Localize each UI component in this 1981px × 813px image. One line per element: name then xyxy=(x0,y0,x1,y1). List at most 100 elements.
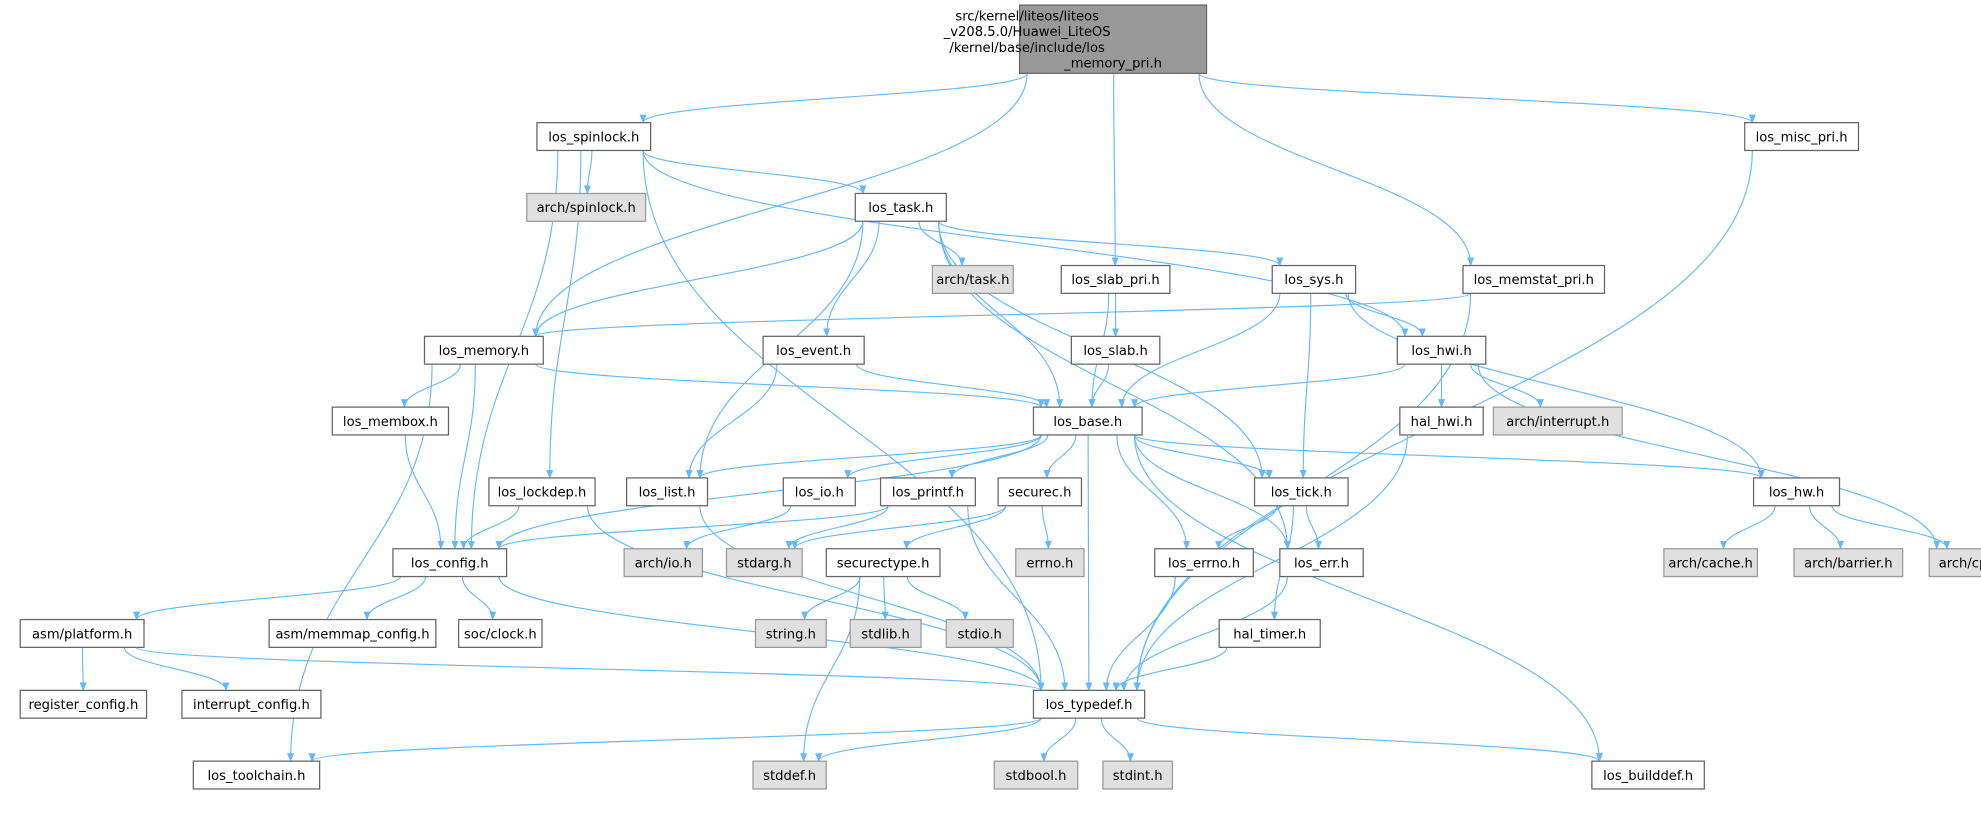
node-los-task[interactable]: los_task.h xyxy=(854,192,947,222)
node-box xyxy=(1928,548,1981,578)
node-los-io[interactable]: los_io.h xyxy=(782,477,856,507)
node-box xyxy=(19,618,145,648)
node-label: arch/cpu.h xyxy=(1939,556,1981,571)
node-label: arch/barrier.h xyxy=(1804,556,1892,571)
edge-los_task-to-arch_task xyxy=(918,221,966,267)
edge-root-to-los_slab_pri xyxy=(1111,73,1119,267)
node-los-sys[interactable]: los_sys.h xyxy=(1271,264,1357,294)
node-los-misc-pri[interactable]: los_misc_pri.h xyxy=(1744,122,1860,152)
node-los-memory[interactable]: los_memory.h xyxy=(423,335,544,365)
node-label: errno.h xyxy=(1026,556,1073,571)
node-asm-memmap[interactable]: asm/memmap_config.h xyxy=(268,618,437,648)
node-label: register_config.h xyxy=(28,698,138,713)
node-los-hwi[interactable]: los_hwi.h xyxy=(1396,335,1487,365)
edge-los_membox-to-los_config xyxy=(404,434,445,550)
node-los-typedef[interactable]: los_typedef.h xyxy=(1032,689,1146,719)
node-los-toolchain[interactable]: los_toolchain.h xyxy=(192,760,321,790)
node-stddef: stddef.h xyxy=(752,760,827,790)
edge-los_base-to-los_hw xyxy=(1133,434,1765,479)
node-interrupt-config[interactable]: interrupt_config.h xyxy=(181,689,322,719)
node-label: los_task.h xyxy=(868,201,933,216)
node-los-slab[interactable]: los_slab.h xyxy=(1070,335,1161,365)
edge-los_event-to-los_base xyxy=(856,363,1051,409)
node-label: los_toolchain.h xyxy=(208,769,306,784)
edge-los_lockdep-to-los_config xyxy=(460,505,520,550)
node-los-err[interactable]: los_err.h xyxy=(1279,548,1364,578)
edge-securec-to-errno xyxy=(1041,505,1052,550)
edge-los_tick-to-los_errno xyxy=(1215,505,1278,550)
edge-los_config-to-soc_clock xyxy=(461,576,497,621)
node-los-memstat-pri[interactable]: los_memstat_pri.h xyxy=(1462,264,1606,294)
node-los-lockdep[interactable]: los_lockdep.h xyxy=(488,477,596,507)
node-label: interrupt_config.h xyxy=(193,698,310,713)
node-securetype[interactable]: securectype.h xyxy=(825,548,941,578)
node-label: los_lockdep.h xyxy=(498,486,587,501)
node-soc-clock[interactable]: soc/clock.h xyxy=(457,618,543,648)
node-label: los_sys.h xyxy=(1284,273,1343,288)
node-label: los_errno.h xyxy=(1168,556,1240,571)
node-label: los_spinlock.h xyxy=(548,130,639,145)
node-los-tick[interactable]: los_tick.h xyxy=(1253,477,1349,507)
node-label: asm/platform.h xyxy=(32,627,132,642)
edge-los_typedef-to-los_toolchain xyxy=(308,717,1042,763)
edge-securetype-to-stdio xyxy=(906,576,969,621)
node-los-hw[interactable]: los_hw.h xyxy=(1752,477,1841,507)
edge-securetype-to-stdlib xyxy=(881,576,889,621)
node-register-config[interactable]: register_config.h xyxy=(19,689,148,719)
node-los-errno[interactable]: los_errno.h xyxy=(1154,548,1254,578)
edge-los_errno-to-los_typedef xyxy=(1102,576,1176,692)
node-label: arch/interrupt.h xyxy=(1506,415,1609,430)
node-label: los_tick.h xyxy=(1271,486,1332,501)
node-root[interactable]: src/kernel/liteos/liteos_v208.5.0/Huawei… xyxy=(943,4,1208,74)
edge-asm_platform-to-los_typedef xyxy=(135,646,1045,692)
node-box xyxy=(1462,264,1606,294)
node-label: asm/memmap_config.h xyxy=(275,627,429,642)
node-label: los_event.h xyxy=(776,344,851,359)
node-box xyxy=(1253,477,1349,507)
node-los-config[interactable]: los_config.h xyxy=(392,548,508,578)
node-los-list[interactable]: los_list.h xyxy=(626,477,709,507)
edge-los_tick-to-los_err xyxy=(1305,505,1323,550)
node-los-builddef[interactable]: los_builddef.h xyxy=(1591,760,1705,790)
node-securec[interactable]: securec.h xyxy=(997,477,1083,507)
node-box xyxy=(423,335,544,365)
node-label: los_base.h xyxy=(1053,415,1122,430)
edge-los_base-to-los_typedef xyxy=(1085,434,1093,692)
node-box xyxy=(19,689,148,719)
node-label: hal_hwi.h xyxy=(1411,415,1473,430)
edge-los_base-to-los_tick xyxy=(1133,434,1273,479)
node-stdarg: stdarg.h xyxy=(725,548,803,578)
node-box xyxy=(1018,4,1208,74)
node-los-printf[interactable]: los_printf.h xyxy=(879,477,976,507)
node-stdbool: stdbool.h xyxy=(993,760,1079,790)
node-box xyxy=(626,477,709,507)
node-los-event[interactable]: los_event.h xyxy=(762,335,865,365)
node-box xyxy=(849,618,922,648)
node-box xyxy=(879,477,976,507)
node-label: los_list.h xyxy=(639,486,696,501)
node-los-membox[interactable]: los_membox.h xyxy=(331,406,450,436)
edge-los_typedef-to-stdbool xyxy=(1040,718,1077,763)
edge-root-to-los_memstat_pri xyxy=(1198,73,1475,267)
node-label: los_typedef.h xyxy=(1046,698,1133,713)
edge-asm_platform-to-register_config xyxy=(79,647,87,692)
edge-los_hw-to-arch_barrier xyxy=(1808,505,1845,550)
node-box xyxy=(623,548,704,578)
node-hal-timer[interactable]: hal_timer.h xyxy=(1218,618,1321,648)
node-box xyxy=(825,548,941,578)
node-label: stdint.h xyxy=(1113,769,1163,784)
node-los-slab-pri[interactable]: los_slab_pri.h xyxy=(1060,264,1171,294)
node-label: los_printf.h xyxy=(892,486,964,501)
node-los-spinlock[interactable]: los_spinlock.h xyxy=(536,122,652,152)
node-box xyxy=(457,618,543,648)
node-label: arch/spinlock.h xyxy=(537,201,636,216)
node-hal-hwi[interactable]: hal_hwi.h xyxy=(1399,406,1484,436)
edges xyxy=(79,72,1951,763)
node-box xyxy=(1015,548,1085,578)
node-los-base[interactable]: los_base.h xyxy=(1032,406,1143,436)
node-stdlib: stdlib.h xyxy=(849,618,922,648)
node-asm-platform[interactable]: asm/platform.h xyxy=(19,618,145,648)
nodes: src/kernel/liteos/liteos_v208.5.0/Huawei… xyxy=(19,4,1981,790)
node-box xyxy=(1279,548,1364,578)
